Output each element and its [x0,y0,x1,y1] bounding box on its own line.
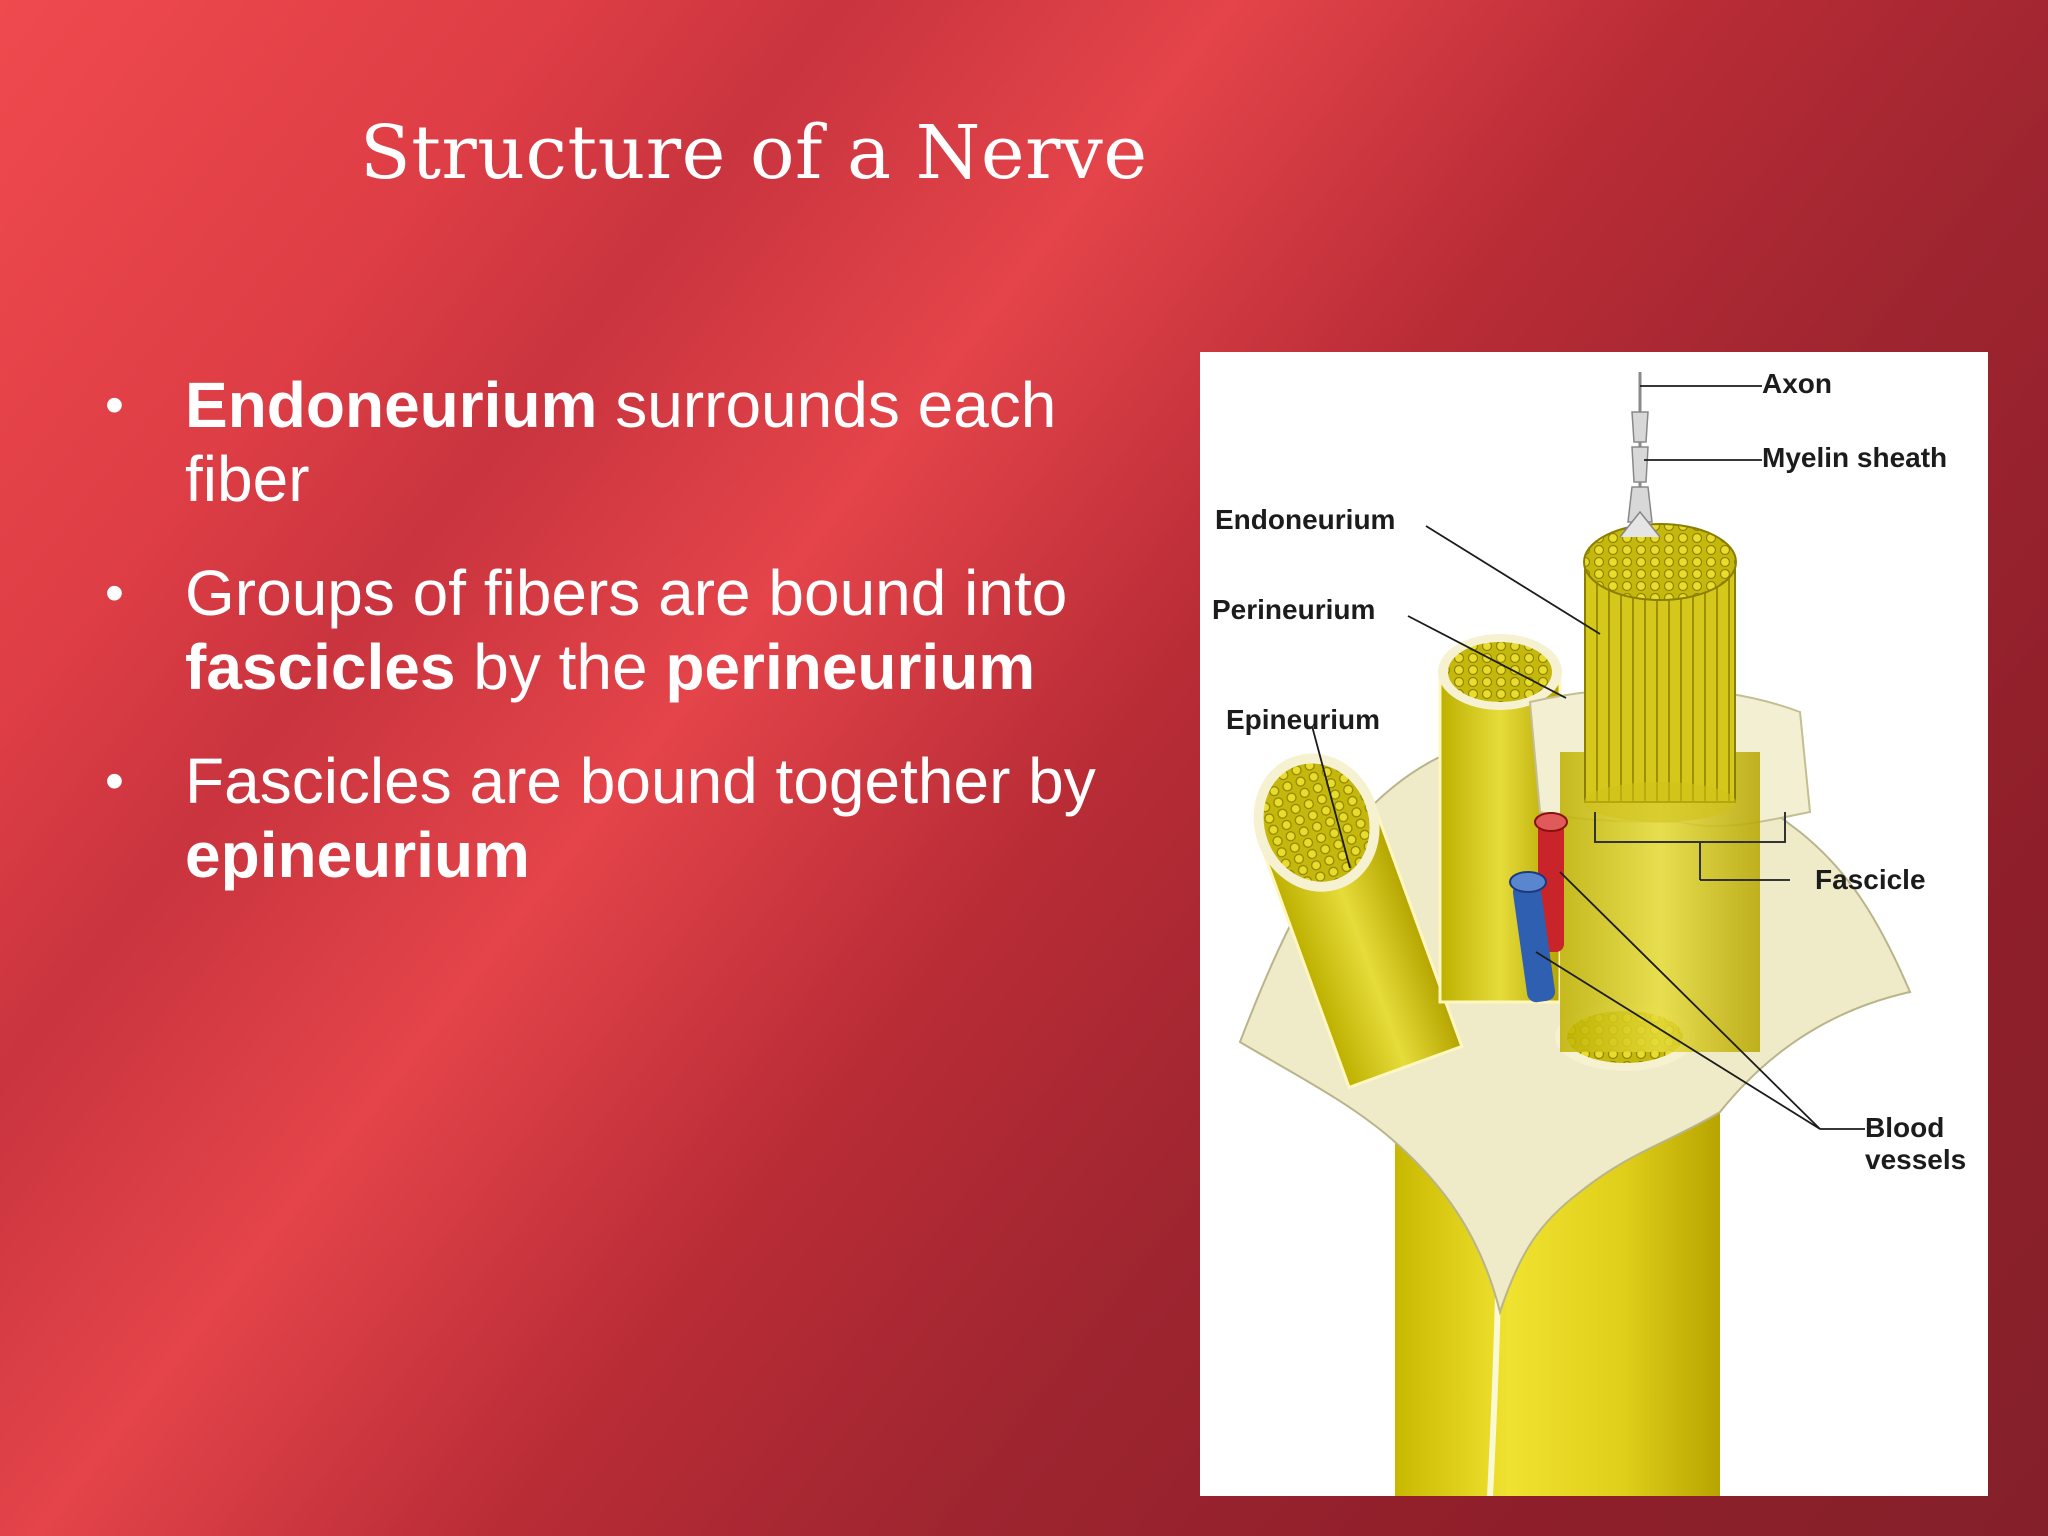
fascicle-left [1253,753,1464,1090]
bullet-icon: • [105,751,124,811]
leader-lines [1311,385,1865,1130]
fiber-bundle [1583,523,1737,822]
bullet-bold-text: epineurium [185,819,530,891]
bullet-text: surrounds each fiber [185,369,1057,515]
label-blood-line1: Blood [1865,1112,1945,1143]
bullet-text: Groups of fibers are bound into [185,557,1068,629]
bullet-icon: • [105,375,124,435]
bullet-bold-text: perineurium [665,631,1036,703]
bullet-bold-text: fascicles [185,631,456,703]
slide-title: Structure of a Nerve [360,110,1148,196]
bullet-item: • Groups of fibers are bound into fascic… [105,556,1165,704]
axon-fiber [1619,372,1661,538]
label-endoneurium: Endoneurium [1215,504,1396,535]
label-blood-vessels: Blood vessels [1865,1112,1966,1176]
bullet-item: • Fascicles are bound together by epineu… [105,744,1165,892]
bullet-list: • Endoneurium surrounds each fiber • Gro… [105,368,1165,932]
bullet-bold-text: Endoneurium [185,369,598,441]
bullet-icon: • [105,563,124,623]
blood-vessels [1509,812,1568,1003]
label-blood-line2: vessels [1865,1144,1967,1175]
label-perineurium: Perineurium [1212,594,1376,625]
label-axon: Axon [1762,368,1832,399]
label-fascicle: Fascicle [1815,864,1926,895]
label-epineurium: Epineurium [1226,704,1381,735]
bullet-item: • Endoneurium surrounds each fiber [105,368,1165,516]
nerve-diagram: Axon Myelin sheath Endoneurium Perineuri… [1200,352,1988,1496]
label-myelin-sheath: Myelin sheath [1762,442,1948,473]
bullet-text: by the [455,631,666,703]
nerve-illustration [1238,372,1912,1496]
bullet-text: Fascicles are bound together by [185,745,1096,817]
